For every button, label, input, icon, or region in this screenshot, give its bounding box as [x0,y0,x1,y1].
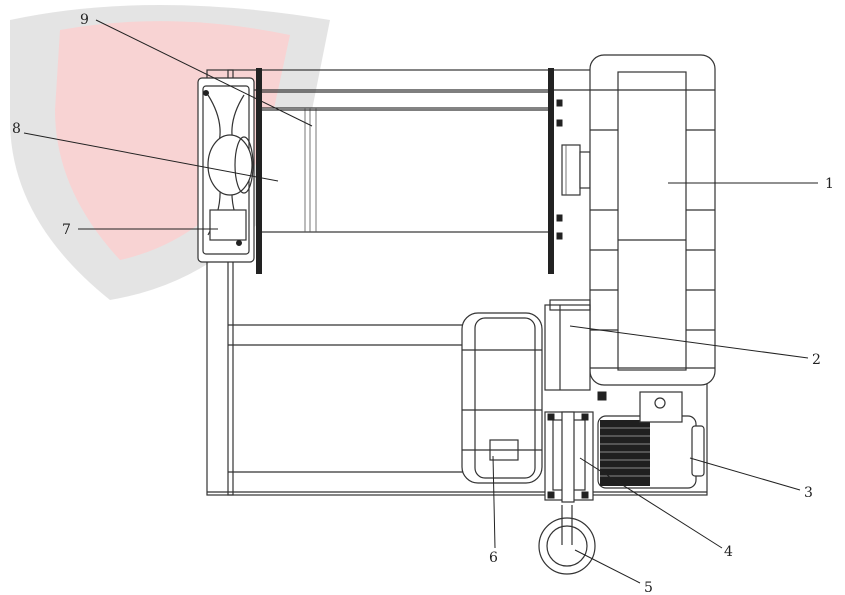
callout-2: 2 [812,352,821,368]
callout-3: 3 [804,485,813,501]
callout-labels: 1 2 3 4 5 6 7 8 9 [12,12,834,595]
callout-1: 1 [825,176,834,192]
leader-9 [95,19,313,127]
drum-flange-right [548,68,563,274]
winding-drum [259,91,553,233]
base-frame [206,69,708,496]
gearbox [589,54,716,386]
leader-8 [23,132,279,182]
callout-6: 6 [489,550,498,566]
leader-2 [569,325,809,359]
leader-5 [574,549,641,584]
callout-5: 5 [644,580,653,595]
callout-9: 9 [80,12,89,28]
leader-6 [492,455,496,549]
callout-8: 8 [12,121,21,137]
bearing-housing [197,77,255,263]
shaft-bracket [544,411,594,503]
coupling-hub [561,144,591,196]
blower-unit [461,312,543,484]
electric-motor [597,391,705,489]
leader-4 [579,457,723,549]
brake-coupling [544,299,607,401]
drum-flange-left [256,68,262,274]
pulley-wheel [538,505,596,575]
leader-lines [23,19,818,584]
callout-7: 7 [62,222,71,238]
callout-4: 4 [724,544,733,560]
leader-3 [689,457,801,491]
